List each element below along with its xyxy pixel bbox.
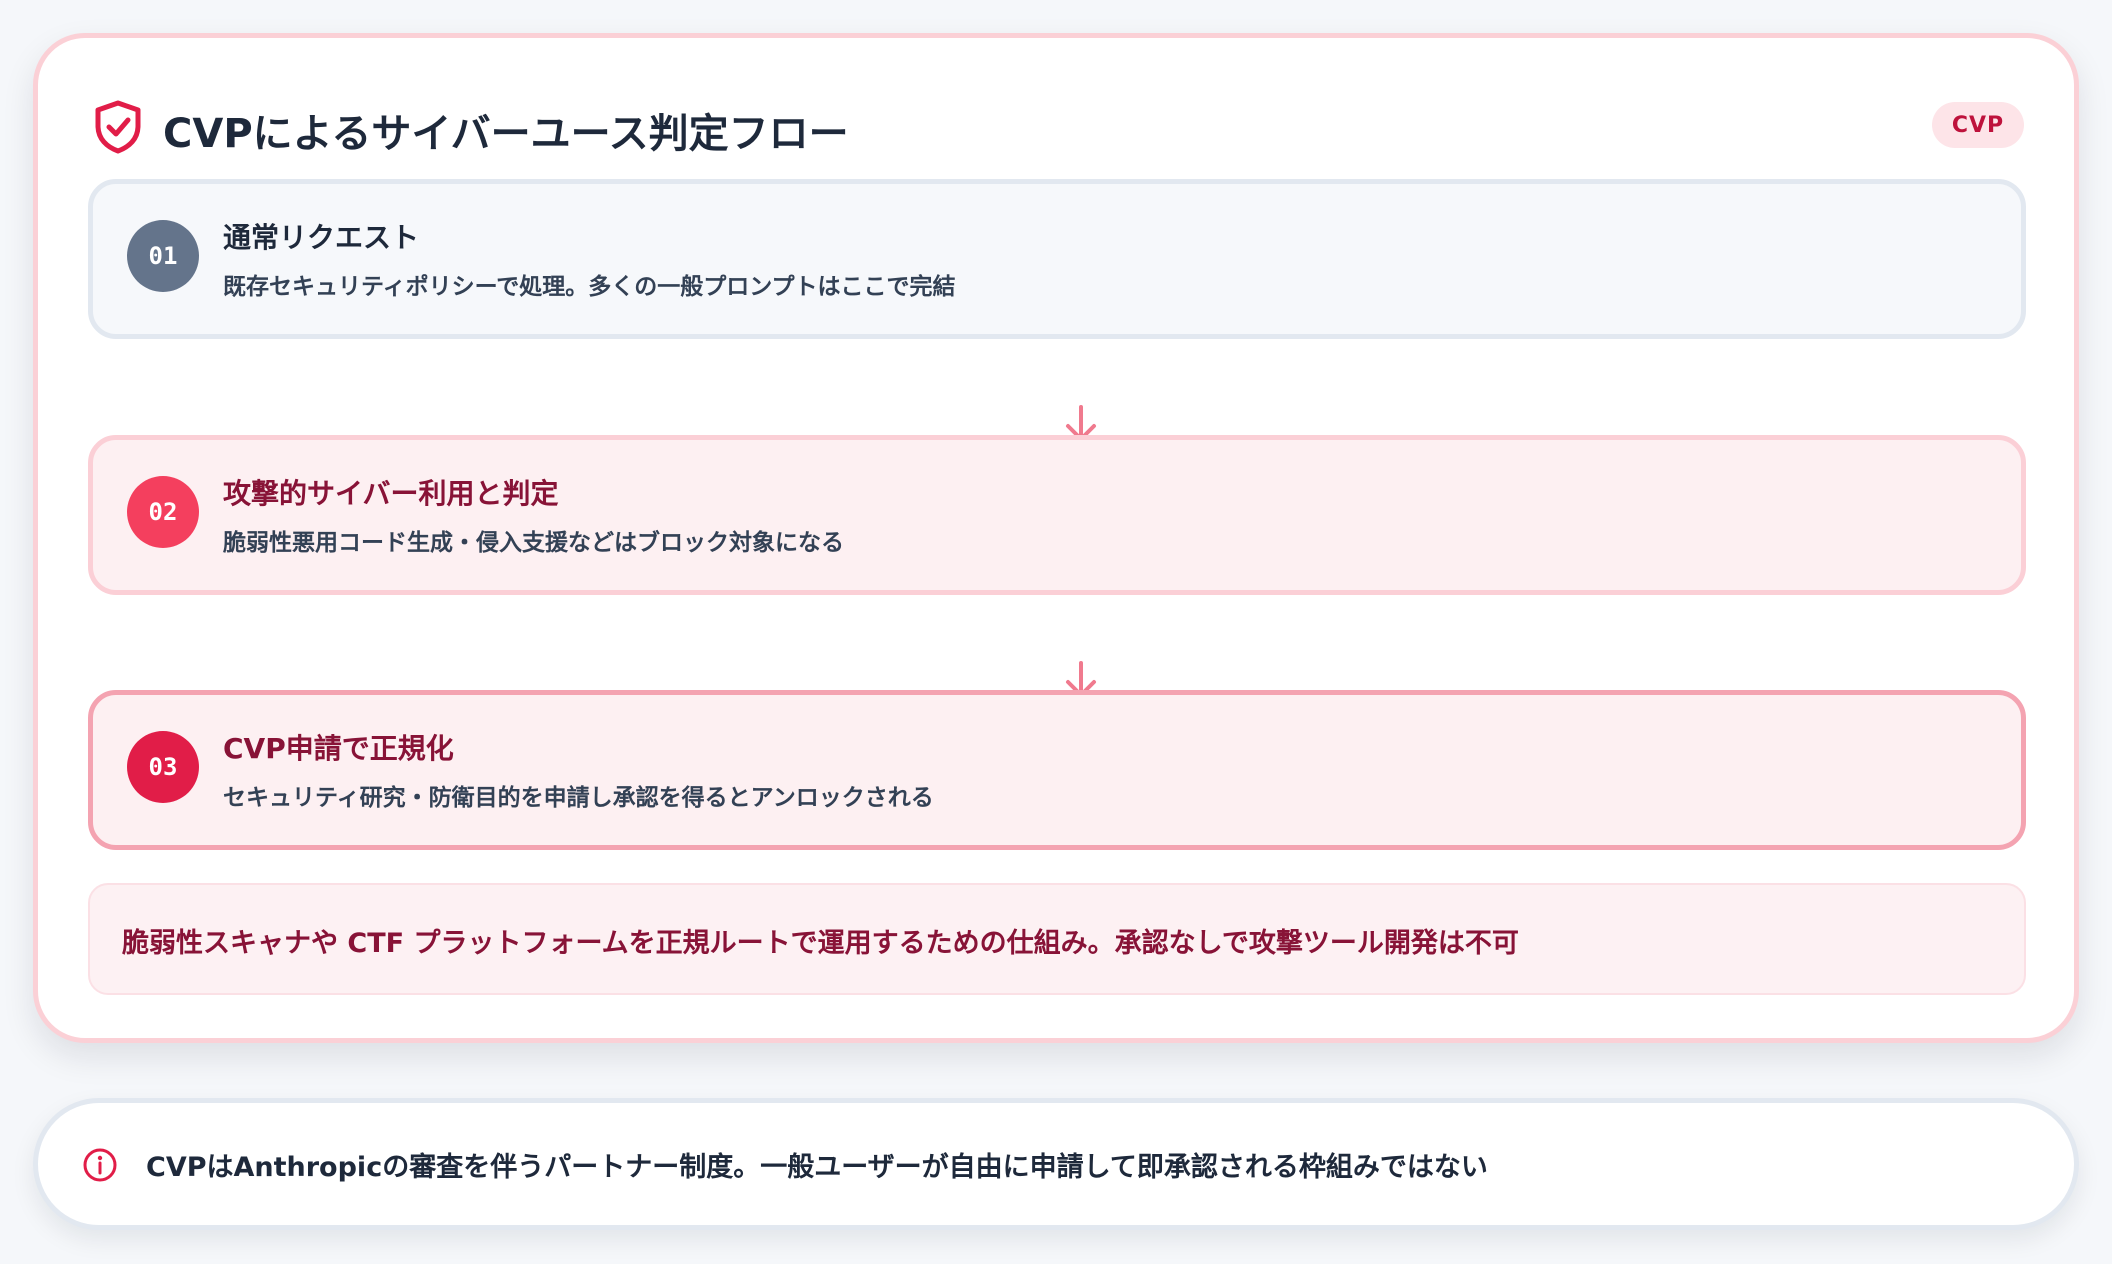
flow-card: CVPによるサイバーユース判定フロー CVP 01 通常リクエスト 既存セキュリ… xyxy=(33,33,2079,1043)
step-title: 攻撃的サイバー利用と判定 xyxy=(223,477,559,510)
step-card-01: 01 通常リクエスト 既存セキュリティポリシーで処理。多くの一般プロンプトはここ… xyxy=(88,179,2026,339)
note-box: 脆弱性スキャナや CTF プラットフォームを正規ルートで運用するための仕組み。承… xyxy=(88,883,2026,995)
cvp-badge: CVP xyxy=(1932,102,2024,148)
step-title: CVP申請で正規化 xyxy=(223,732,454,765)
note-text: 脆弱性スキャナや CTF プラットフォームを正規ルートで運用するための仕組み。承… xyxy=(122,928,1519,959)
info-text: CVPはAnthropicの審査を伴うパートナー制度。一般ユーザーが自由に申請し… xyxy=(146,1152,1488,1183)
card-header: CVPによるサイバーユース判定フロー CVP xyxy=(93,93,2024,163)
step-title: 通常リクエスト xyxy=(223,221,420,254)
info-icon xyxy=(83,1148,117,1182)
step-number: 02 xyxy=(127,476,199,548)
info-banner: CVPはAnthropicの審査を伴うパートナー制度。一般ユーザーが自由に申請し… xyxy=(33,1098,2079,1230)
step-number: 03 xyxy=(127,731,199,803)
step-card-03: 03 CVP申請で正規化 セキュリティ研究・防衛目的を申請し承認を得るとアンロッ… xyxy=(88,690,2026,850)
step-description: 脆弱性悪用コード生成・侵入支援などはブロック対象になる xyxy=(223,530,844,556)
step-number: 01 xyxy=(127,220,199,292)
step-card-02: 02 攻撃的サイバー利用と判定 脆弱性悪用コード生成・侵入支援などはブロック対象… xyxy=(88,435,2026,595)
shield-check-icon xyxy=(95,100,141,154)
page-title: CVPによるサイバーユース判定フロー xyxy=(163,111,849,157)
step-description: 既存セキュリティポリシーで処理。多くの一般プロンプトはここで完結 xyxy=(223,274,956,300)
step-description: セキュリティ研究・防衛目的を申請し承認を得るとアンロックされる xyxy=(223,785,934,811)
